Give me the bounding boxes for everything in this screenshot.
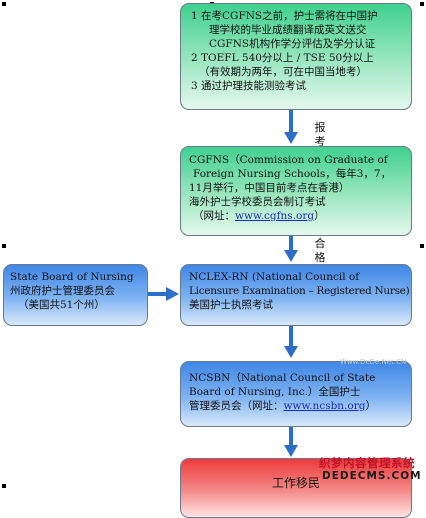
cgfns-line-2: Foreign Nursing Schools，每年3，7， <box>193 168 392 180</box>
ncsbn-line-2: Board of Nursing, Inc.）全国护士 <box>189 386 361 398</box>
arrow-down-2-head <box>284 250 298 262</box>
arrow-down-3-head <box>284 346 298 358</box>
arrow-label-apply-1: 报 <box>314 121 326 134</box>
arrow-down-3-shaft <box>289 326 293 348</box>
watermark-domain: DEDECMS.COM <box>322 470 422 482</box>
arrow-right-head <box>166 287 179 301</box>
arrow-down-4-head <box>284 445 298 457</box>
state-board-line-2: 州政府护士管理委员会 <box>10 285 115 297</box>
prereq-line-5: （有效期为两年，可在中国当地考） <box>199 66 367 78</box>
cgfns-box: CGFNS（Commission on Graduate of Foreign … <box>180 146 412 236</box>
arrow-down-2-shaft <box>289 236 293 252</box>
state-board-line-3: （美国共51个州） <box>18 299 105 311</box>
work-immigration-label: 工作移民 <box>271 476 320 490</box>
ncsbn-box: NCSBN（National Council of State Board of… <box>180 361 412 427</box>
ncsbn-website-link[interactable]: www.ncsbn.org <box>283 400 366 412</box>
nclex-line-1: NCLEX-RN (National Council of <box>189 271 360 283</box>
cgfns-website-prefix: （网址： <box>193 210 235 222</box>
watermark-faint-domain: Www.DeDe.Net.CN <box>340 358 407 366</box>
cgfns-website-link[interactable]: www.cgfns.org <box>235 210 315 222</box>
arrow-label-pass-2: 格 <box>314 251 326 264</box>
selection-handle <box>2 244 6 248</box>
selection-handle <box>420 2 424 6</box>
cgfns-line-4: 海外护士学校委员会制订考试 <box>189 196 326 208</box>
ncsbn-website-line: 管理委员会（网址：www.ncsbn.org） <box>189 399 407 413</box>
ncsbn-website-suffix: ） <box>365 400 376 412</box>
watermark-cms-title: 织梦内容管理系统 <box>319 456 415 470</box>
arrow-right-shaft <box>148 292 168 296</box>
arrow-down-4-shaft <box>289 427 293 447</box>
arrow-label-pass-1: 合 <box>314 237 326 250</box>
prereq-line-6: 3 通过护理技能测验考试 <box>191 80 307 92</box>
nclex-line-3: 美国护士执照考试 <box>189 299 273 311</box>
ncsbn-line-3-prefix: 管理委员会（网址： <box>189 400 284 412</box>
prereq-line-1: 1 在考CGFNS之前，护士需将在中国护 <box>191 10 378 22</box>
cgfns-website-line: （网址：www.cgfns.org） <box>189 209 407 223</box>
prereq-line-3: CGFNS机构作学分评估及学分认证 <box>209 38 376 50</box>
state-board-box: State Board of Nursing 州政府护士管理委员会 （美国共51… <box>3 264 148 326</box>
selection-handle <box>2 484 6 488</box>
arrow-down-1-shaft <box>289 110 293 134</box>
state-board-line-1: State Board of Nursing <box>10 271 134 283</box>
nclex-rn-box: NCLEX-RN (National Council of Licensure … <box>180 264 412 326</box>
ncsbn-line-1: NCSBN（National Council of State <box>189 372 376 384</box>
cgfns-line-3: 11月举行，中国目前考点在香港） <box>189 182 350 194</box>
prereq-line-2: 理学校的毕业成绩翻译成英文送交 <box>209 24 367 36</box>
selection-handle <box>420 244 424 248</box>
selection-handle <box>2 2 6 6</box>
cgfns-website-suffix: ） <box>314 210 325 222</box>
arrow-label-apply-2: 考 <box>314 135 326 148</box>
cgfns-line-1: CGFNS（Commission on Graduate of <box>189 154 388 166</box>
nclex-line-2: Licensure Examination – Registered Nurse… <box>189 285 410 297</box>
arrow-down-1-head <box>284 132 298 144</box>
prerequisites-box: 1 在考CGFNS之前，护士需将在中国护 理学校的毕业成绩翻译成英文送交 CGF… <box>180 3 412 110</box>
prereq-line-4: 2 TOEFL 540分以上 / TSE 50分以上 <box>191 52 374 64</box>
